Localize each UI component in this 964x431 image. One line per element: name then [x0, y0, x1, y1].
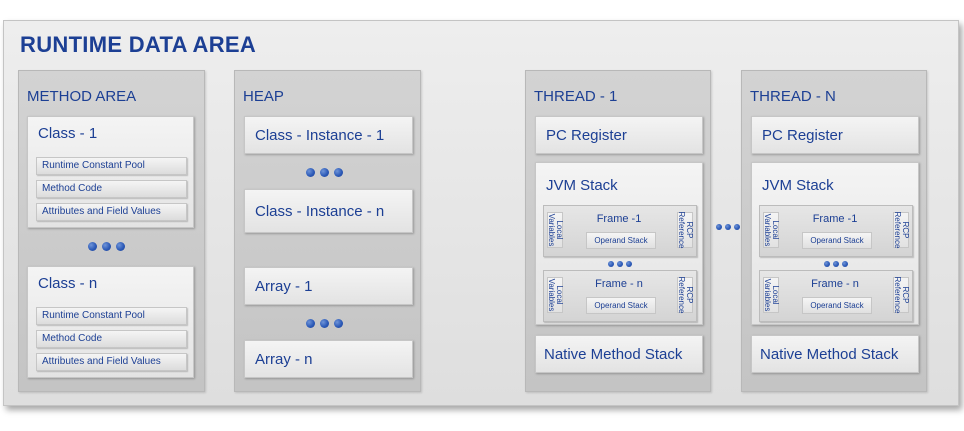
method-code: Method Code	[36, 180, 187, 198]
thread-n-column: THREAD - N PC Register JVM Stack Local V…	[741, 70, 927, 392]
thread-title: THREAD - 1	[534, 88, 618, 105]
rcp-reference: RCP Reference	[677, 276, 694, 314]
heap-item: Class - Instance - n	[244, 189, 413, 233]
frame-label: Frame -1	[812, 213, 858, 225]
heap-item: Class - Instance - 1	[244, 116, 413, 154]
jvm-stack: JVM Stack Local Variables Frame -1 Opera…	[535, 162, 703, 325]
operand-stack: Operand Stack	[586, 297, 656, 314]
operand-stack: Operand Stack	[586, 232, 656, 249]
more-threads-dots	[716, 224, 740, 230]
attributes-field-values: Attributes and Field Values	[36, 203, 187, 221]
native-method-stack-label: Native Method Stack	[544, 346, 683, 363]
method-code: Method Code	[36, 330, 187, 348]
operand-stack: Operand Stack	[802, 297, 872, 314]
runtime-constant-pool: Runtime Constant Pool	[36, 307, 187, 325]
frame-label: Frame - n	[811, 278, 859, 290]
more-arrays-dots	[306, 319, 343, 328]
stack-frame: Local Variables Frame -1 Operand Stack R…	[543, 205, 697, 257]
attributes-field-values: Attributes and Field Values	[36, 353, 187, 371]
more-classes-dots	[88, 242, 125, 251]
class-n-panel: Class - n Runtime Constant Pool Method C…	[27, 266, 194, 378]
more-instances-dots	[306, 168, 343, 177]
heap-item-label: Array - n	[255, 351, 313, 368]
local-variables: Local Variables	[547, 212, 564, 248]
jvm-stack: JVM Stack Local Variables Frame -1 Opera…	[751, 162, 919, 325]
heap-item-label: Class - Instance - n	[255, 203, 385, 220]
stack-frame: Local Variables Frame -1 Operand Stack R…	[759, 205, 913, 257]
rcp-reference: RCP Reference	[893, 211, 910, 249]
heap-column: HEAP Class - Instance - 1 Class - Instan…	[234, 70, 421, 392]
rcp-reference: RCP Reference	[677, 211, 694, 249]
diagram-title: RUNTIME DATA AREA	[20, 32, 257, 57]
heap-item: Array - n	[244, 340, 413, 378]
class-1-label: Class - 1	[38, 125, 98, 142]
local-variables: Local Variables	[547, 277, 564, 313]
local-variables: Local Variables	[763, 212, 780, 248]
class-1-panel: Class - 1 Runtime Constant Pool Method C…	[27, 116, 194, 228]
stack-frame: Local Variables Frame - n Operand Stack …	[759, 270, 913, 322]
native-method-stack: Native Method Stack	[535, 335, 703, 373]
local-variables: Local Variables	[763, 277, 780, 313]
pc-register-label: PC Register	[762, 127, 843, 144]
jvm-stack-label: JVM Stack	[762, 177, 834, 194]
class-n-label: Class - n	[38, 275, 98, 292]
method-area-title: METHOD AREA	[27, 88, 137, 105]
thread-title: THREAD - N	[750, 88, 836, 105]
pc-register: PC Register	[535, 116, 703, 154]
more-frames-dots	[824, 261, 848, 267]
runtime-constant-pool: Runtime Constant Pool	[36, 157, 187, 175]
pc-register: PC Register	[751, 116, 919, 154]
thread-1-column: THREAD - 1 PC Register JVM Stack Local V…	[525, 70, 711, 392]
native-method-stack: Native Method Stack	[751, 335, 919, 373]
frame-label: Frame - n	[595, 278, 643, 290]
frame-label: Frame -1	[596, 213, 642, 225]
heap-item-label: Array - 1	[255, 278, 313, 295]
pc-register-label: PC Register	[546, 127, 627, 144]
heap-item-label: Class - Instance - 1	[255, 127, 385, 144]
heap-title: HEAP	[243, 88, 284, 105]
more-frames-dots	[608, 261, 632, 267]
stack-frame: Local Variables Frame - n Operand Stack …	[543, 270, 697, 322]
operand-stack: Operand Stack	[802, 232, 872, 249]
heap-item: Array - 1	[244, 267, 413, 305]
method-area-column: METHOD AREA Class - 1 Runtime Constant P…	[18, 70, 205, 392]
rcp-reference: RCP Reference	[893, 276, 910, 314]
jvm-stack-label: JVM Stack	[546, 177, 618, 194]
native-method-stack-label: Native Method Stack	[760, 346, 899, 363]
